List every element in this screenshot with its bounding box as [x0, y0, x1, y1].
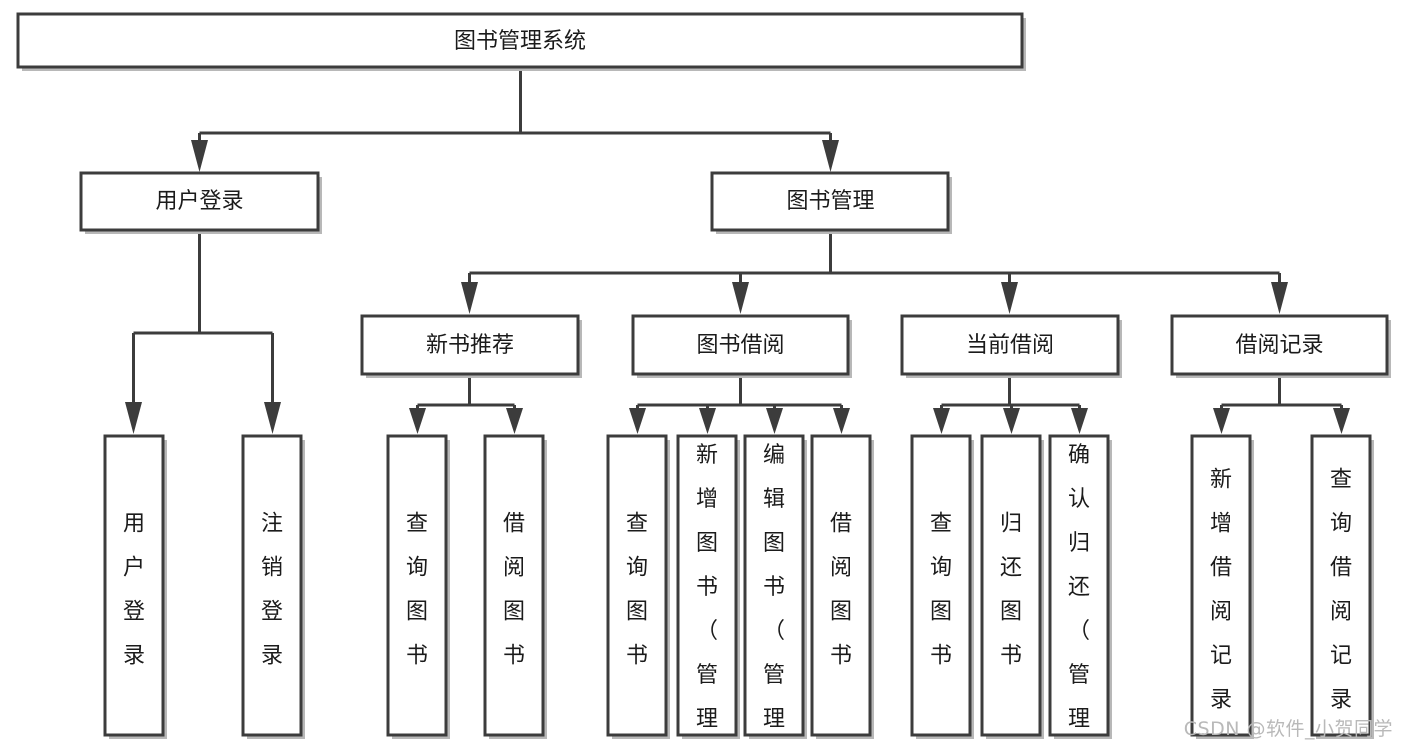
arrow-head-current-to-leaf3 [1071, 408, 1088, 434]
node-box [1048, 434, 1110, 737]
node-borrow-record[interactable]: 借阅记录 [1170, 314, 1391, 378]
node-label: 用户登录 [155, 189, 243, 214]
leaf-node[interactable]: 归还图书 [980, 434, 1044, 739]
node-box [710, 171, 950, 232]
arrow-head-root-to-book-manage [822, 140, 839, 172]
node-box [810, 434, 872, 737]
leaf-node[interactable]: 注销登录 [241, 434, 305, 739]
watermark-text: CSDN @软件_小贺同学 [1183, 718, 1393, 740]
node-label: 查询图书 [406, 512, 428, 669]
node-box [79, 171, 320, 232]
leaf-node-layer: 用户登录 注销登录 查询图书 借阅图书 查询图书 新增图书（管理员） 编辑图书（管理员） 借阅… [103, 434, 1374, 747]
arrow-head-newbook-to-leaf1 [409, 408, 426, 434]
node-new-book-recommend[interactable]: 新书推荐 [360, 314, 582, 378]
arrow-head-borrow-to-leaf3 [766, 408, 783, 434]
leaf-node[interactable]: 编辑图书（管理员） [743, 434, 807, 747]
arrow-head-book-manage-to-borrow [732, 282, 749, 314]
arrow-head-record-to-leaf1 [1213, 408, 1230, 434]
node-label: 新增借阅记录 [1210, 468, 1232, 713]
node-box [103, 434, 165, 737]
node-book-management[interactable]: 图书管理 [710, 171, 952, 234]
arrow-head-user-login-to-leaf1 [125, 402, 142, 434]
leaf-node[interactable]: 借阅图书 [483, 434, 547, 739]
node-box [1170, 314, 1389, 376]
node-user-login[interactable]: 用户登录 [79, 171, 322, 234]
node-box [1190, 434, 1252, 737]
arrow-head-book-manage-to-record [1271, 282, 1288, 314]
node-box [631, 314, 850, 376]
node-box [676, 434, 738, 737]
node-label: 借阅记录 [1235, 333, 1323, 358]
node-label: 用户登录 [123, 512, 145, 669]
node-box [241, 434, 303, 737]
node-book-borrow[interactable]: 图书借阅 [631, 314, 852, 378]
arrow-head-newbook-to-leaf2 [506, 408, 523, 434]
leaf-node[interactable]: 确认归还（管理员） [1048, 434, 1112, 747]
node-label: 查询借阅记录 [1330, 468, 1352, 713]
arrow-head-borrow-to-leaf2 [699, 408, 716, 434]
node-label: 注销登录 [261, 512, 283, 669]
arrow-head-record-to-leaf2 [1333, 408, 1350, 434]
leaf-node[interactable]: 新增借阅记录 [1190, 434, 1254, 739]
leaf-node[interactable]: 查询图书 [386, 434, 450, 739]
node-label: 图书管理系统 [454, 29, 586, 54]
leaf-node[interactable]: 查询图书 [606, 434, 670, 739]
arrow-head-book-manage-to-newbook [461, 282, 478, 314]
arrow-head-borrow-to-leaf1 [629, 408, 646, 434]
node-label: 图书管理 [786, 189, 874, 214]
node-box [16, 12, 1024, 69]
node-box [360, 314, 580, 376]
node-box [910, 434, 972, 737]
node-box [980, 434, 1042, 737]
node-box [386, 434, 448, 737]
node-label: 借阅图书 [503, 512, 525, 669]
node-label: 借阅图书 [830, 512, 852, 669]
leaf-node[interactable]: 用户登录 [103, 434, 167, 739]
node-box [1310, 434, 1372, 737]
node-label: 确认归还（管理员） [1068, 443, 1090, 747]
connector-layer [125, 67, 1350, 434]
node-label: 图书借阅 [696, 333, 784, 358]
node-label: 查询图书 [930, 512, 952, 669]
arrow-head-current-to-leaf1 [933, 408, 950, 434]
arrow-head-borrow-to-leaf4 [833, 408, 850, 434]
node-label: 查询图书 [626, 512, 648, 669]
node-box [900, 314, 1120, 376]
leaf-node[interactable]: 借阅图书 [810, 434, 874, 739]
node-label: 新增图书（管理员） [696, 443, 718, 747]
node-box [483, 434, 545, 737]
arrow-head-root-to-user-login [191, 140, 208, 172]
node-current-borrow[interactable]: 当前借阅 [900, 314, 1122, 378]
node-box [606, 434, 668, 737]
node-root-book-management-system[interactable]: 图书管理系统 [16, 12, 1026, 71]
leaf-node[interactable]: 新增图书（管理员） [676, 434, 740, 747]
leaf-node[interactable]: 查询借阅记录 [1310, 434, 1374, 739]
node-label: 编辑图书（管理员） [763, 443, 785, 747]
node-box [743, 434, 805, 737]
leaf-node[interactable]: 查询图书 [910, 434, 974, 739]
node-label: 当前借阅 [966, 333, 1054, 358]
node-label: 新书推荐 [426, 333, 514, 358]
arrow-head-user-login-to-leaf2 [264, 402, 281, 434]
arrow-head-current-to-leaf2 [1003, 408, 1020, 434]
arrow-head-book-manage-to-current [1001, 282, 1018, 314]
node-layer: 图书管理系统 用户登录 图书管理 新书推荐 [16, 12, 1391, 747]
node-label: 归还图书 [1000, 512, 1022, 669]
